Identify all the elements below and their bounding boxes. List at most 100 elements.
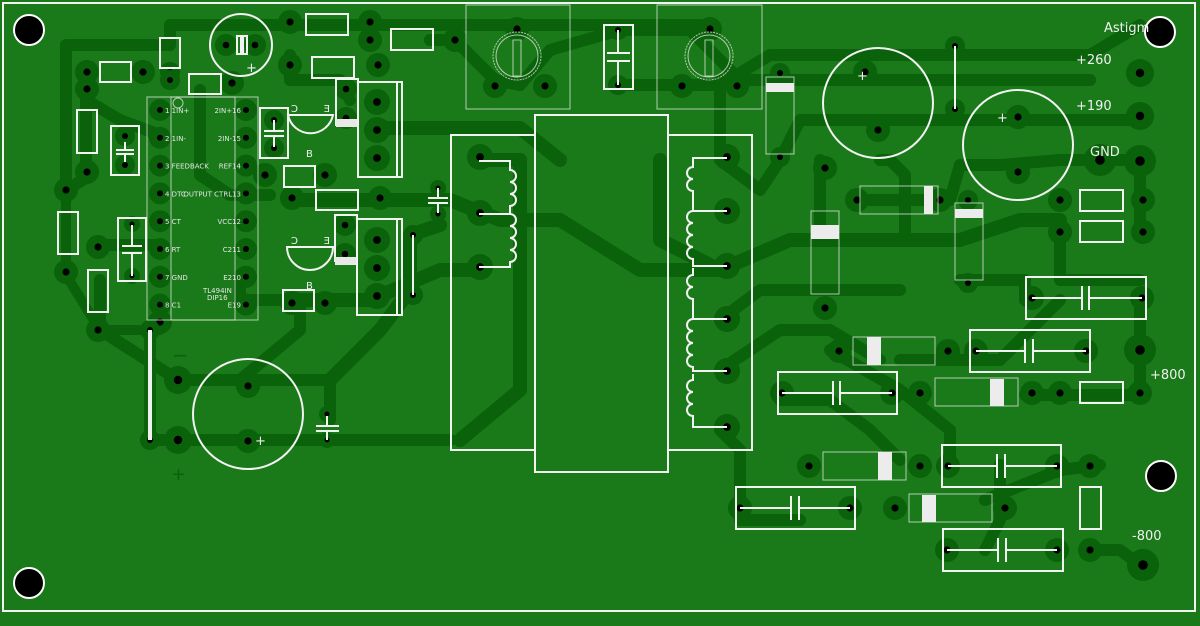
drill-hole	[324, 411, 330, 417]
capacitor-icon	[428, 188, 448, 213]
drill-hole	[373, 154, 381, 162]
diode-icon	[852, 336, 936, 366]
svg-text:E: E	[324, 236, 330, 247]
drill-hole	[1028, 389, 1036, 397]
ic-pin-label: 5 CT	[165, 218, 182, 226]
drill-hole	[157, 273, 163, 280]
drill-hole	[83, 168, 91, 176]
drill-hole	[243, 190, 249, 197]
diode-icon	[810, 210, 840, 295]
ic-part-label: TL494IN	[202, 287, 232, 295]
drill-hole	[83, 85, 91, 93]
drill-hole	[157, 134, 163, 141]
resistors	[57, 13, 1124, 530]
drill-hole	[374, 61, 382, 69]
resistor-icon	[99, 61, 132, 83]
electrolytic-caps	[192, 13, 1074, 470]
cap-plus-marker: +	[246, 61, 257, 76]
capacitor-icon	[117, 217, 147, 282]
drill-hole	[286, 61, 294, 69]
board-title-label: Astigm	[1104, 21, 1149, 36]
drill-hole	[271, 145, 277, 151]
drill-hole	[122, 162, 128, 168]
drill-hole	[321, 299, 329, 307]
gnd-label: GND	[1090, 145, 1120, 160]
drill-hole	[244, 437, 252, 445]
resistor-icon	[188, 73, 222, 95]
ic-pin-label: OUTPUT CTRL13	[183, 190, 241, 198]
drill-hole	[936, 196, 944, 204]
primary-winding-icon	[479, 160, 517, 268]
drill-hole	[891, 504, 899, 512]
drill-hole	[222, 41, 230, 49]
drill-hole	[94, 243, 102, 251]
svg-text:C: C	[291, 236, 298, 247]
drill-hole	[678, 82, 686, 90]
drill-hole	[288, 194, 296, 202]
ic-pin-label: C211	[223, 246, 241, 254]
mounting-holes	[13, 14, 1177, 599]
hv-capacitors	[735, 276, 1147, 572]
capacitor-icon	[603, 24, 634, 90]
drill-hole	[1135, 111, 1145, 121]
drill-hole	[243, 162, 249, 169]
diode-icon	[908, 493, 993, 523]
drill-hole	[1014, 168, 1022, 176]
drill-hole	[376, 194, 384, 202]
electrolytic-capacitor-icon	[209, 13, 273, 77]
drill-hole	[366, 36, 374, 44]
drill-hole	[157, 301, 163, 308]
drill-hole	[706, 25, 714, 33]
drill-hole	[139, 68, 147, 76]
drill-hole	[341, 221, 349, 229]
mounting-hole-icon	[13, 14, 45, 46]
resistor-icon	[76, 109, 98, 154]
cap-plus-marker: +	[255, 434, 266, 449]
secondary-winding-icon	[686, 157, 727, 428]
diode-icon	[822, 451, 907, 481]
drill-hole	[861, 68, 869, 76]
ic-pin-label: VCC12	[218, 218, 241, 226]
copper-pads	[54, 10, 1159, 581]
transistor-icon	[285, 246, 335, 271]
resistor-icon	[315, 189, 359, 211]
drill-hole	[342, 85, 350, 93]
drill-hole	[874, 126, 882, 134]
transformer	[450, 114, 753, 473]
drill-hole	[157, 190, 163, 197]
trimmer-potentiometer-icon	[656, 4, 763, 110]
drill-hole	[321, 171, 329, 179]
drill-hole	[1086, 462, 1094, 470]
ic-pin-label: E19	[228, 302, 241, 310]
drill-hole	[835, 347, 843, 355]
board-outline	[2, 2, 1196, 612]
mounting-hole-icon	[13, 567, 45, 599]
connectors	[356, 81, 414, 316]
drill-hole	[157, 218, 163, 225]
drill-hole	[243, 134, 249, 141]
svg-text:C: C	[291, 104, 298, 115]
drill-hole	[821, 304, 829, 312]
ic-pin-label: 1 1IN+	[165, 107, 189, 115]
hv-diodes	[765, 76, 1019, 523]
drill-hole	[916, 389, 924, 397]
plus260-label: +260	[1076, 53, 1112, 68]
drill-hole	[366, 18, 374, 26]
drill-hole	[1136, 389, 1144, 397]
drill-hole	[94, 326, 102, 334]
drill-hole	[451, 36, 459, 44]
drill-hole	[244, 382, 252, 390]
drill-hole	[167, 77, 173, 83]
ic-pin-label: 2 1IN-	[165, 135, 186, 143]
drill-hole	[1014, 113, 1022, 121]
transistor-icon	[286, 114, 335, 135]
ic-pin-label: REF14	[219, 163, 242, 171]
drill-hole	[373, 264, 381, 272]
drill-hole	[513, 25, 521, 33]
drill-hole	[373, 292, 381, 300]
small-capacitors	[110, 24, 634, 440]
drill-hole	[965, 280, 971, 286]
